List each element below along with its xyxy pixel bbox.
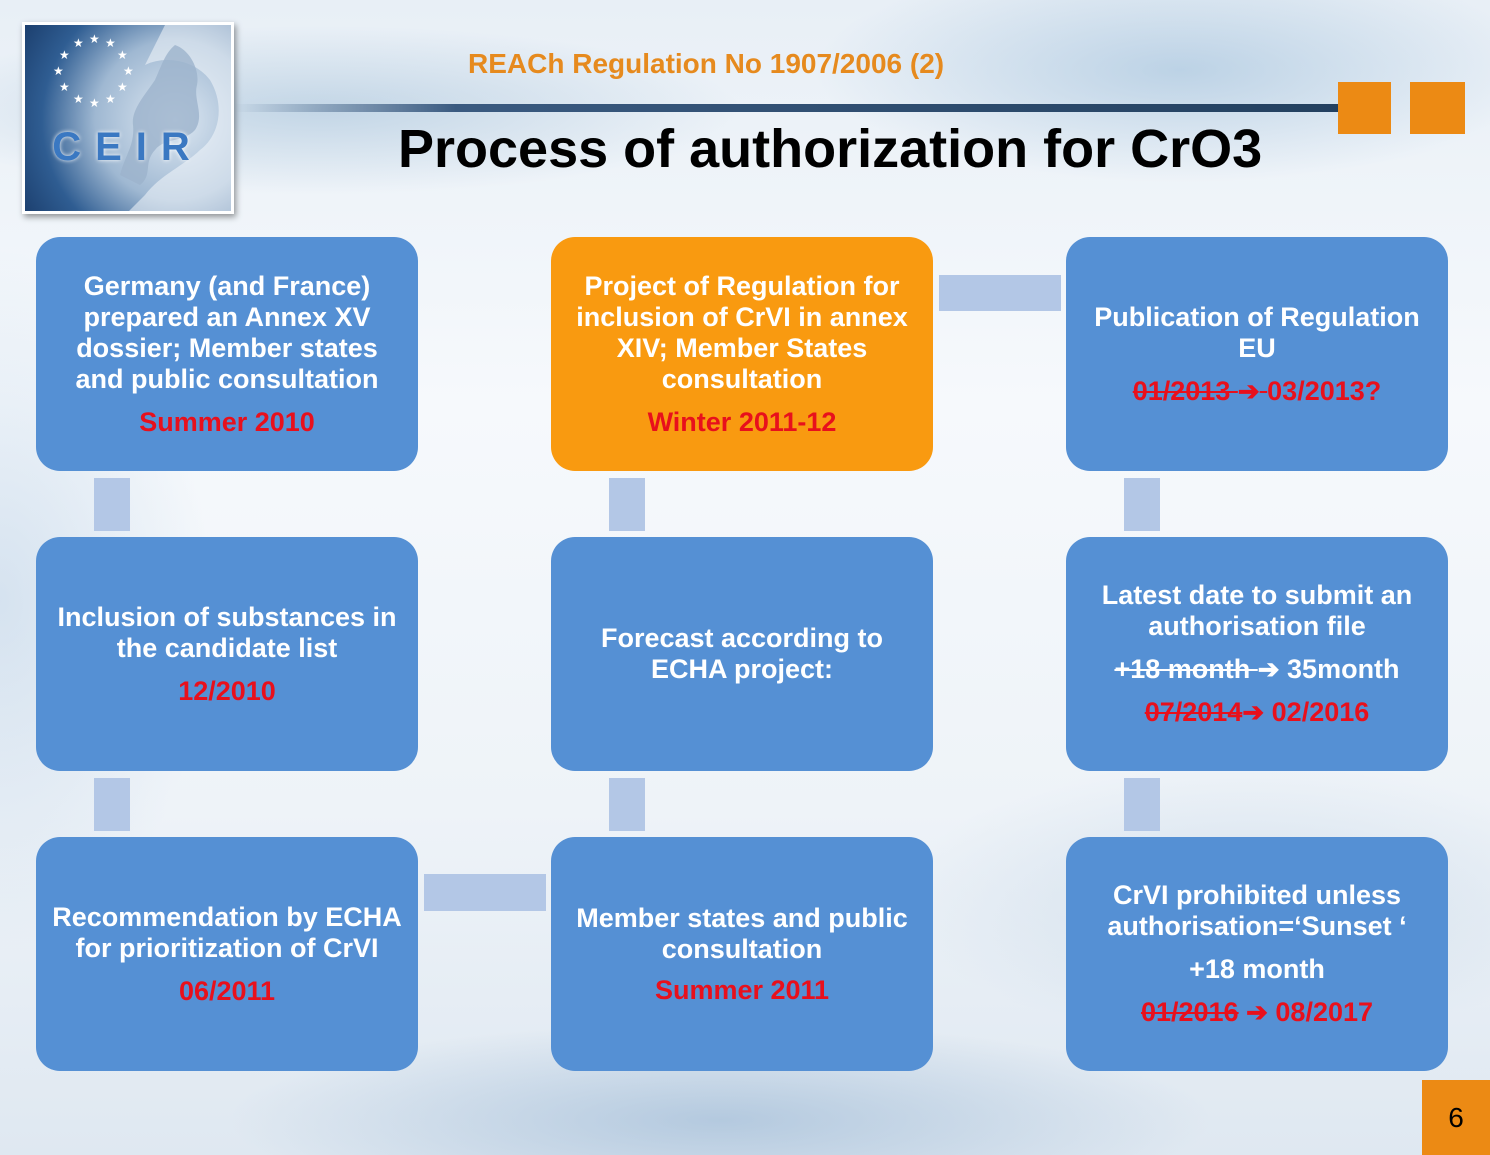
header-divider	[234, 104, 1344, 112]
step-text: Recommendation by ECHA for prioritizatio…	[52, 901, 402, 963]
step-date: 01/2013 ➔ 03/2013?	[1133, 376, 1382, 407]
slide-subtitle: REACh Regulation No 1907/2006 (2)	[468, 48, 945, 79]
step-text: CrVI prohibited unless authorisation=‘Su…	[1107, 880, 1407, 941]
step-duration: +18 month	[1189, 954, 1325, 984]
step-duration: +18 month ➔ 35month	[1114, 654, 1399, 685]
step-annex-xv-dossier: Germany (and France) prepared an Annex X…	[36, 237, 418, 471]
old-date: 07/2014	[1144, 697, 1243, 727]
ceir-logo: ★ ★ ★ ★ ★ ★ ★ ★ ★ ★ ★ ★ CEIR	[22, 22, 234, 214]
step-text: Latest date to submit an authorisation f…	[1101, 580, 1413, 641]
svg-text:★: ★	[73, 92, 84, 106]
logo-text: CEIR	[52, 125, 204, 169]
connector-b6-b7	[939, 275, 1061, 311]
step-text: Project of Regulation for inclusion of C…	[576, 270, 908, 394]
svg-text:★: ★	[89, 32, 100, 46]
step-date: 01/2016 ➔ 08/2017	[1141, 997, 1373, 1028]
arrow-right-icon: ➔	[1237, 375, 1260, 406]
step-date: Summer 2011	[654, 974, 830, 1005]
svg-text:★: ★	[73, 36, 84, 50]
step-echa-forecast: Forecast according to ECHA project:	[551, 537, 933, 771]
old-duration: +18 month	[1114, 654, 1258, 684]
step-text: Germany (and France) prepared an Annex X…	[75, 270, 379, 394]
arrow-right-icon: ➔	[1257, 654, 1280, 684]
slide-title: Process of authorization for CrO3	[398, 119, 1263, 179]
step-echa-recommendation: Recommendation by ECHA for prioritizatio…	[36, 837, 418, 1071]
arrow-right-icon: ➔	[1246, 997, 1268, 1027]
step-sunset-date: CrVI prohibited unless authorisation=‘Su…	[1066, 837, 1448, 1071]
svg-text:★: ★	[117, 80, 128, 94]
eu-stars-icon: ★ ★ ★ ★ ★ ★ ★ ★ ★ ★ ★ ★	[53, 32, 134, 110]
step-project-regulation: Project of Regulation for inclusion of C…	[551, 237, 933, 471]
svg-text:★: ★	[53, 64, 64, 78]
connector-b3-b4	[424, 874, 546, 911]
connector-b8-b9	[1124, 778, 1160, 831]
step-date: Winter 2011-12	[647, 406, 837, 437]
new-date: 08/2017	[1275, 997, 1374, 1027]
page-number: 6	[1422, 1080, 1490, 1155]
svg-text:★: ★	[89, 96, 100, 110]
step-public-consultation: Member states and public consultation Su…	[551, 837, 933, 1071]
step-text: Member states and public consultation	[576, 902, 908, 964]
new-date: 03/2013?	[1267, 375, 1382, 406]
step-date: 06/2011	[178, 975, 276, 1006]
svg-text:★: ★	[123, 64, 134, 78]
step-date: 12/2010	[178, 675, 276, 706]
old-date: 01/2016	[1140, 997, 1239, 1027]
step-date: Summer 2010	[139, 406, 315, 437]
svg-text:★: ★	[59, 48, 70, 62]
svg-text:★: ★	[105, 36, 116, 50]
step-candidate-list: Inclusion of substances in the candidate…	[36, 537, 418, 771]
svg-text:★: ★	[105, 92, 116, 106]
step-text: Publication of Regulation EU	[1094, 301, 1420, 363]
connector-b1-b2	[94, 478, 130, 531]
new-duration: 35month	[1287, 654, 1400, 684]
old-date: 01/2013	[1132, 375, 1238, 406]
step-date: 07/2014➔ 02/2016	[1145, 697, 1370, 728]
connector-b7-b8	[1124, 478, 1160, 531]
decor-square-2	[1410, 82, 1465, 134]
connector-b2-b3	[94, 778, 130, 831]
connector-b4-b5	[609, 778, 645, 831]
europe-map-icon: ★ ★ ★ ★ ★ ★ ★ ★ ★ ★ ★ ★	[53, 25, 231, 211]
new-date: 02/2016	[1271, 697, 1370, 727]
arrow-right-icon: ➔	[1242, 697, 1265, 727]
svg-text:★: ★	[117, 48, 128, 62]
decor-square-1	[1338, 82, 1391, 134]
step-text: Inclusion of substances in the candidate…	[57, 601, 397, 663]
step-text: Forecast according to ECHA project:	[600, 623, 884, 684]
svg-text:★: ★	[59, 80, 70, 94]
connector-b5-b6	[609, 478, 645, 531]
step-publication-regulation: Publication of Regulation EU 01/2013 ➔ 0…	[1066, 237, 1448, 471]
step-authorisation-file: Latest date to submit an authorisation f…	[1066, 537, 1448, 771]
